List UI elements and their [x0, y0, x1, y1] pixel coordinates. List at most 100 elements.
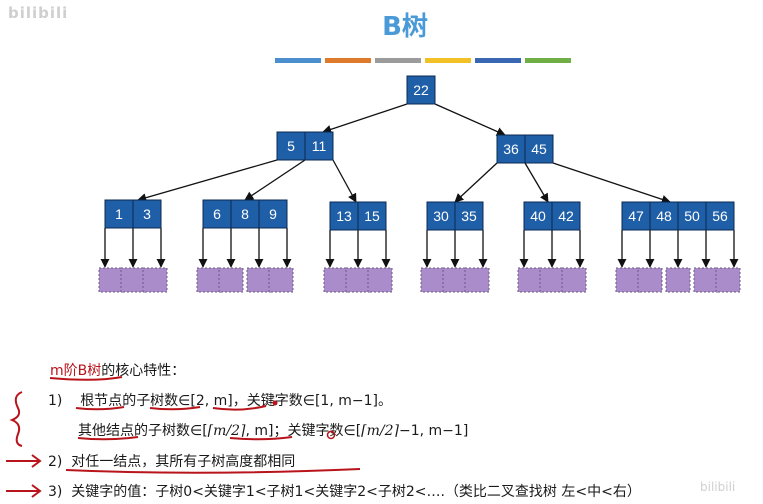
- annotation-brace: [9, 391, 23, 447]
- internal-node-key: 45: [531, 141, 547, 157]
- item2-text: 对任一结点，其所有子树高度都相同: [71, 454, 296, 470]
- item1b-c: −1, m−1]: [399, 423, 469, 439]
- tree-edge: [552, 162, 671, 204]
- item1-de: 的: [122, 393, 137, 409]
- item3-number: 3): [48, 484, 63, 500]
- internal-node-cell: [496, 134, 526, 164]
- tree-edge: [524, 162, 549, 203]
- leaf-level-node-key: 47: [628, 208, 644, 224]
- bilibili-watermark: bilibili: [8, 4, 69, 22]
- leaf-placeholder: [442, 267, 468, 293]
- leaf-level-node-key: 1: [115, 206, 123, 222]
- page-title: B树: [382, 12, 428, 42]
- leaf-placeholder: [517, 267, 543, 293]
- title-bar-segment: [375, 58, 421, 63]
- item1b-b: , m]；关键字数∈[: [245, 423, 362, 439]
- internal-node-cell: [304, 131, 334, 161]
- leaf-level-node-key: 50: [684, 208, 700, 224]
- leaf-level-node-key: 13: [336, 208, 352, 224]
- annotation-arrow-2: [6, 454, 42, 468]
- leaf-level-node-key: 15: [364, 208, 380, 224]
- tree-edge: [244, 159, 306, 201]
- leaf-placeholder: [637, 267, 663, 293]
- leaf-level-node-cell: [677, 201, 707, 231]
- title-bar-segment: [475, 58, 521, 63]
- leaf-placeholder: [345, 267, 371, 293]
- item3-text: 关键字的值：子树0<关键字1<子树1<关键字2<子树2<….（类比二叉查找树 左…: [71, 484, 641, 500]
- bottom-watermark: bilibili: [700, 480, 736, 494]
- heading-rest: 的核心特性：: [101, 363, 186, 379]
- title-bar-segment: [425, 58, 471, 63]
- tree-edge: [322, 103, 408, 134]
- tree-edge: [332, 159, 357, 203]
- leaf-placeholder: [268, 267, 294, 293]
- leaf-level-node-key: 30: [433, 208, 449, 224]
- title-bar-segment: [525, 58, 571, 63]
- leaf-level-node-key: 9: [269, 206, 277, 222]
- leaf-level-node-key: 56: [712, 208, 728, 224]
- item1-range: [2, m]: [190, 393, 233, 409]
- leaf-placeholder: [715, 267, 741, 293]
- leaf-placeholder: [464, 267, 490, 293]
- internal-node-cell: [276, 131, 306, 161]
- heading-red: m阶B树: [50, 363, 102, 379]
- internal-node-key: 36: [503, 141, 519, 157]
- item3-line: 3) 关键字的值：子树0<关键字1<子树1<关键字2<子树2<….（类比二叉查找…: [48, 481, 641, 501]
- item1b-other: 其他结点: [78, 423, 134, 439]
- internal-node-cell: [524, 134, 554, 164]
- leaf-level-node-key: 48: [656, 208, 672, 224]
- leaf-level-node-cell: [426, 201, 456, 231]
- item2-line: 2) 对任一结点，其所有子树高度都相同: [48, 451, 295, 471]
- leaf-level-node-key: 6: [213, 206, 221, 222]
- item1-keys: ，关键字数∈[1, m−1]。: [232, 393, 392, 409]
- heading-line: m阶B树的核心特性：: [50, 360, 185, 380]
- leaf-level-node-cell: [202, 199, 232, 229]
- leaf-level-node-cell: [132, 199, 162, 229]
- leaf-level-node-cell: [705, 201, 735, 231]
- leaf-placeholder: [561, 267, 587, 293]
- leaf-level-node-key: 8: [241, 206, 249, 222]
- item1-subtree: 子树数∈: [136, 393, 191, 409]
- title-bar-segment: [325, 58, 371, 63]
- leaf-level-node-key: 35: [461, 208, 477, 224]
- leaf-placeholder: [246, 267, 272, 293]
- item1-number: 1): [48, 393, 63, 409]
- leaf-level-node-cell: [649, 201, 679, 231]
- leaf-level-node-cell: [104, 199, 134, 229]
- internal-node-key: 11: [312, 138, 327, 154]
- leaf-level-node-key: 3: [143, 206, 151, 222]
- annotation-arrow-3: [6, 484, 42, 498]
- leaf-level-node-key: 40: [530, 208, 546, 224]
- leaf-placeholder: [323, 267, 349, 293]
- item1-root: 根节点: [80, 393, 123, 409]
- leaf-placeholder: [367, 267, 393, 293]
- leaf-level-node-cell: [329, 201, 359, 231]
- item1b-math2: ⌈m/2⌉: [361, 423, 399, 439]
- internal-node-key: 5: [287, 138, 295, 154]
- title-bar-segment: [275, 58, 321, 63]
- title-color-bar: [275, 58, 571, 63]
- leaf-placeholder: [98, 267, 124, 293]
- item1b-line: 其他结点的子树数∈[⌈m/2⌉, m]；关键字数∈[⌈m/2⌉−1, m−1]: [78, 420, 468, 440]
- leaf-placeholder: [142, 267, 168, 293]
- leaf-placeholder: [420, 267, 446, 293]
- leaf-placeholder: [196, 267, 222, 293]
- leaf-placeholder: [120, 267, 146, 293]
- tree-edges: [100, 103, 739, 268]
- leaf-placeholder: [539, 267, 565, 293]
- tree-edge: [434, 103, 506, 136]
- leaf-nodes: [98, 267, 741, 293]
- leaf-level-node-cell: [454, 201, 484, 231]
- leaf-level-node-cell: [551, 201, 581, 231]
- item1b-a: 的子树数∈[: [134, 423, 208, 439]
- leaf-level-node-cell: [523, 201, 553, 231]
- item1b-math1: ⌈m/2⌉: [207, 423, 246, 439]
- leaf-placeholder: [218, 267, 244, 293]
- tree-edge: [454, 162, 498, 203]
- leaf-placeholder: [665, 267, 691, 293]
- leaf-placeholder: [615, 267, 641, 293]
- tree-edge: [137, 159, 278, 203]
